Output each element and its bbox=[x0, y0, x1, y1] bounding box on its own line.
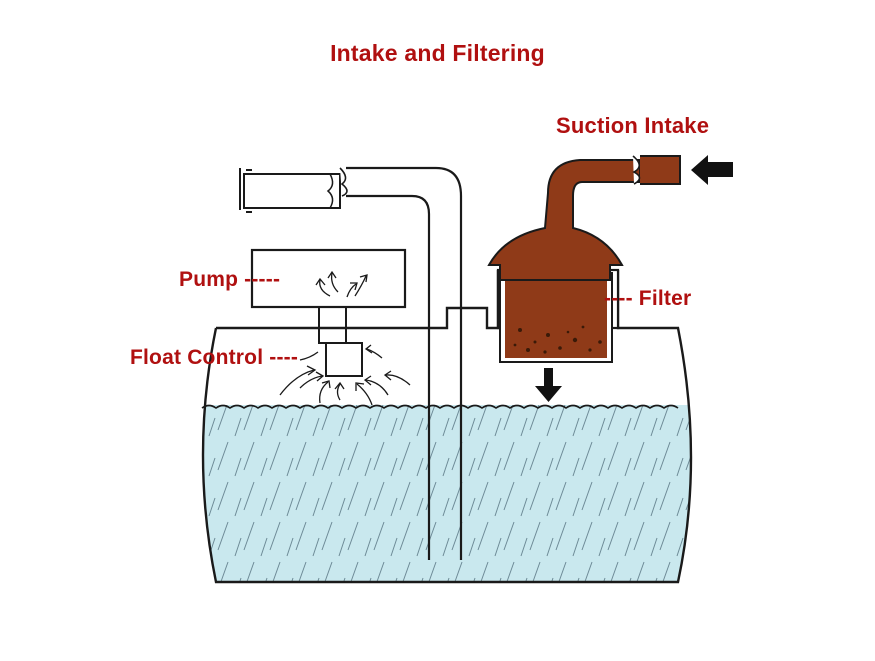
filter-dome bbox=[487, 159, 641, 281]
outlet-pipe bbox=[239, 166, 463, 560]
suction-pipe-stub bbox=[640, 155, 681, 185]
float-control-box bbox=[325, 342, 363, 377]
pump bbox=[250, 248, 407, 377]
suction-arrow bbox=[691, 155, 733, 185]
water bbox=[201, 404, 691, 582]
pump-label: Pump ----- bbox=[179, 268, 281, 291]
filter-label: ---- Filter bbox=[604, 287, 692, 310]
float-flow-arrows bbox=[279, 344, 411, 406]
suction-intake-label: Suction Intake bbox=[556, 113, 710, 138]
filter-assembly bbox=[487, 155, 681, 363]
float-control-label: Float Control ---- bbox=[130, 346, 299, 369]
water-surface bbox=[201, 404, 679, 409]
diagram-title: Intake and Filtering bbox=[330, 40, 545, 66]
pump-flow-arrows bbox=[315, 270, 368, 298]
down-arrow bbox=[535, 368, 562, 402]
